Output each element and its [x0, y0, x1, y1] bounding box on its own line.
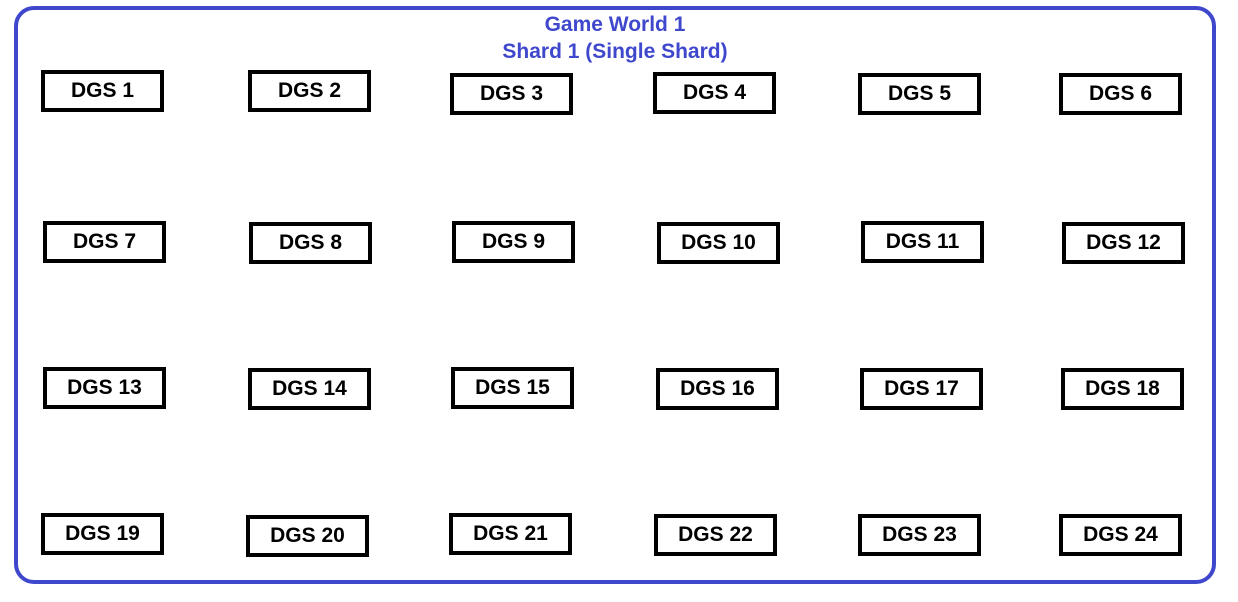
dgs-server-box: DGS 2	[248, 70, 371, 112]
game-world-container	[14, 6, 1216, 584]
dgs-server-box: DGS 22	[654, 514, 777, 556]
dgs-server-box: DGS 19	[41, 513, 164, 555]
dgs-server-box: DGS 18	[1061, 368, 1184, 410]
game-world-label: Game World 1	[544, 13, 686, 36]
dgs-server-box: DGS 24	[1059, 514, 1182, 556]
dgs-server-box: DGS 12	[1062, 222, 1185, 264]
dgs-server-box: DGS 16	[656, 368, 779, 410]
diagram-title: Game World 1 Shard 1 (Single Shard)	[0, 11, 1230, 65]
dgs-server-box: DGS 8	[249, 222, 372, 264]
dgs-server-box: DGS 15	[451, 367, 574, 409]
dgs-server-box: DGS 23	[858, 514, 981, 556]
shard-label: Shard 1 (Single Shard)	[502, 40, 728, 63]
dgs-server-box: DGS 11	[861, 221, 984, 263]
dgs-server-box: DGS 4	[653, 72, 776, 114]
dgs-server-box: DGS 3	[450, 73, 573, 115]
dgs-server-box: DGS 9	[452, 221, 575, 263]
dgs-server-box: DGS 1	[41, 70, 164, 112]
dgs-server-box: DGS 10	[657, 222, 780, 264]
dgs-server-box: DGS 14	[248, 368, 371, 410]
dgs-server-box: DGS 20	[246, 515, 369, 557]
dgs-server-box: DGS 17	[860, 368, 983, 410]
dgs-server-box: DGS 5	[858, 73, 981, 115]
dgs-server-box: DGS 7	[43, 221, 166, 263]
dgs-server-box: DGS 21	[449, 513, 572, 555]
dgs-server-box: DGS 6	[1059, 73, 1182, 115]
dgs-server-box: DGS 13	[43, 367, 166, 409]
